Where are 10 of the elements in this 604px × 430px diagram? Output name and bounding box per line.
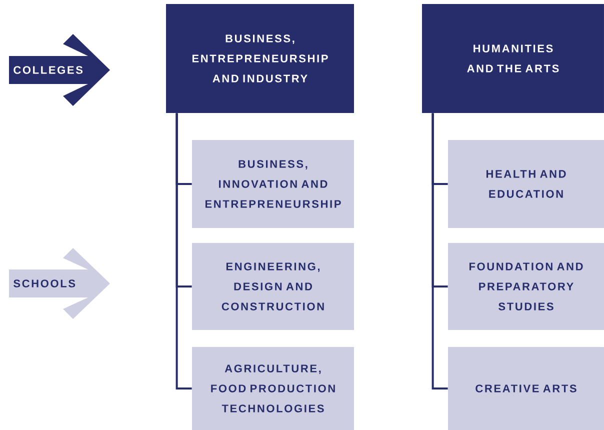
school-box: CREATIVE ARTS bbox=[448, 346, 604, 430]
school-box: BUSINESS, INNOVATION AND ENTREPRENEURSHIP bbox=[192, 140, 354, 228]
school-box: ENGINEERING, DESIGN AND CONSTRUCTION bbox=[192, 242, 354, 330]
category-box: HUMANITIES AND THE ARTS bbox=[422, 4, 604, 113]
connector-line bbox=[432, 113, 448, 390]
school-box: AGRICULTURE, FOOD PRODUCTION TECHNOLOGIES bbox=[192, 346, 354, 430]
connector-line bbox=[176, 113, 192, 390]
school-box: FOUNDATION AND PREPARATORY STUDIES bbox=[448, 242, 604, 330]
school-box: HEALTH AND EDUCATION bbox=[448, 140, 604, 228]
category-box: BUSINESS, ENTREPRENEURSHIP AND INDUSTRY bbox=[166, 4, 354, 113]
